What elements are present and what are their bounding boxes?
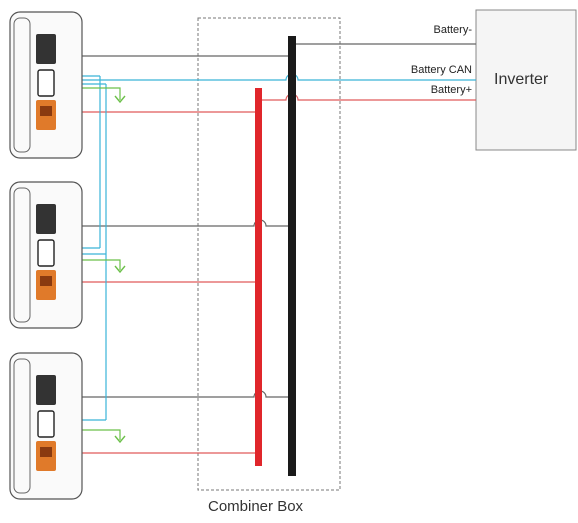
inverter-box [475,9,577,151]
battery-module-3 [9,352,83,500]
battery-neg-terminal [36,204,56,234]
inverter-label: Inverter [494,71,549,88]
battery-module-1 [9,11,83,159]
positive-bus-bar [255,88,262,466]
combiner-box-label: Combiner Box [208,498,304,515]
negative-wires [70,43,476,398]
battery-com-port [37,239,55,267]
ground-arrow-icon-2 [114,265,126,274]
ground-wire-1 [70,87,121,100]
battery-side-panel [13,17,31,153]
positive-wires [70,93,476,454]
battery-can-label: Battery CAN [410,64,472,76]
ground-wire-3 [70,429,121,440]
battery-pos-terminal-inner [40,447,52,457]
battery-com-port [37,69,55,97]
battery-side-panel [13,358,31,494]
can-wires [70,73,476,421]
battery-module-2 [9,181,83,329]
ground-arrow-icon-3 [114,435,126,444]
ground-wires [70,87,121,440]
ground-arrows [114,95,126,444]
battery-pos-terminal-inner [40,106,52,116]
combiner-box-outline [197,17,341,491]
battery-neg-terminal [36,34,56,64]
battery-side-panel [13,187,31,323]
battery-neg-terminal [36,375,56,405]
negative-bus-bar [288,36,296,476]
battery-pos-terminal-inner [40,276,52,286]
battery-pos-label: Battery+ [430,84,472,96]
battery-com-port [37,410,55,438]
ground-arrow-icon-1 [114,95,126,104]
battery-neg-label: Battery- [433,24,472,36]
ground-wire-2 [70,259,121,270]
